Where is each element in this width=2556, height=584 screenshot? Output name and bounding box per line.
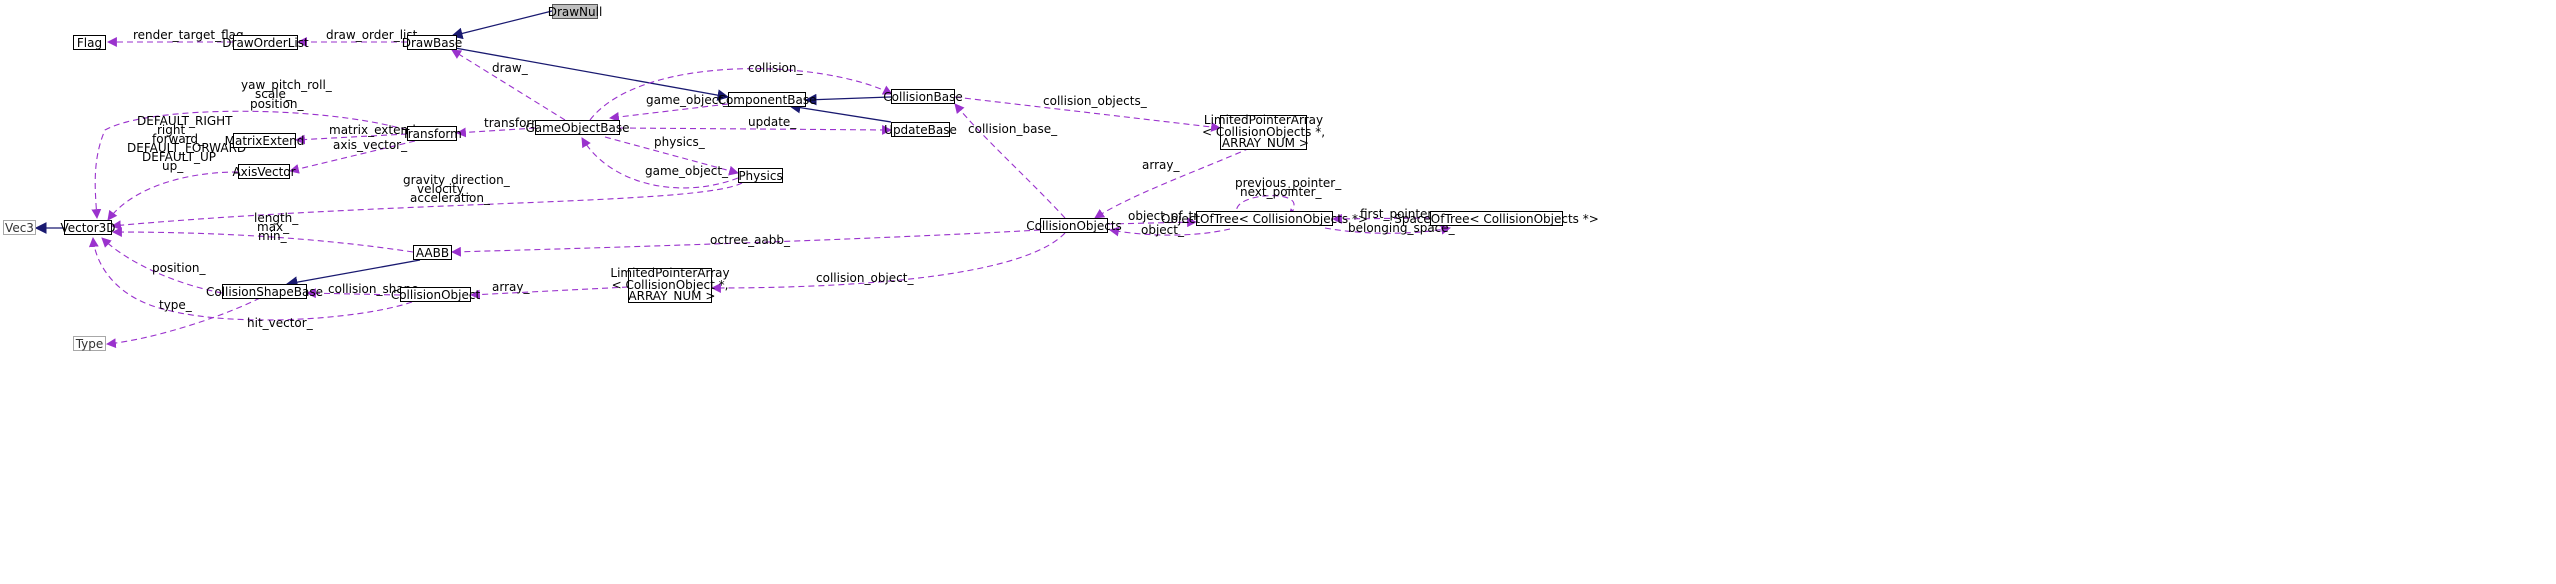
label-collision-object: collision_object_ <box>816 271 914 285</box>
label-gravity-direction: gravity_direction_ <box>403 173 511 187</box>
node-collisionobject[interactable]: CollisionObject <box>390 287 481 302</box>
label-collision-base: collision_base_ <box>968 122 1058 136</box>
edge-draw <box>451 49 566 121</box>
label-first-pointer: first_pointer_ <box>1360 207 1439 221</box>
node-collisionshapebase[interactable]: CollisionShapeBase <box>205 284 324 299</box>
label-draw: draw_ <box>492 61 529 75</box>
node-flag[interactable]: Flag <box>73 35 106 50</box>
edge-type <box>106 297 261 349</box>
edge-array-1 <box>1094 147 1251 219</box>
edge-collision-base <box>954 103 1066 219</box>
label-game-object-2: game_object_ <box>645 164 729 178</box>
node-drawbase[interactable]: DrawBase <box>401 35 463 50</box>
label-collision: collision_ <box>748 61 803 75</box>
edge-object-of-tree <box>1107 217 1197 228</box>
label-render-target-flag: render_target_flag_ <box>133 28 251 42</box>
label-draw-order-list: draw_order_list_ <box>326 28 424 42</box>
label-object: object_ <box>1141 223 1185 237</box>
label-update: update_ <box>748 115 797 129</box>
label-length: length_ <box>254 211 299 225</box>
label-forward: forward_ <box>152 132 205 146</box>
edge-aabb-collisionshapebase <box>285 259 421 288</box>
label-default-right: DEFAULT_RIGHT <box>137 114 233 128</box>
label-octree-aabb: octree_aabb_ <box>710 233 791 247</box>
edge-hit-vector <box>88 237 413 321</box>
edge-update <box>619 124 892 135</box>
edge-position-c <box>101 237 223 294</box>
node-type[interactable]: Type <box>73 336 106 351</box>
edge-length <box>112 227 414 253</box>
node-transform[interactable]: Transform <box>402 126 462 141</box>
label-default-forward: DEFAULT_FORWARD <box>127 141 246 155</box>
edge-yaw-pitch-roll <box>91 110 408 219</box>
edge-game-object-2 <box>581 137 739 189</box>
edge-collision-object <box>711 232 1066 293</box>
label-yaw-pitch-roll: yaw_pitch_roll_ <box>241 78 333 92</box>
node-drawnull[interactable]: DrawNull <box>547 4 603 19</box>
label-acceleration: acceleration_ <box>410 191 491 205</box>
node-limitedpointerarray-collisionobjects[interactable]: LimitedPointerArray < CollisionObjects *… <box>1201 113 1326 151</box>
node-aabb[interactable]: AABB <box>413 245 452 260</box>
label-position-c: position_ <box>152 261 207 275</box>
node-draworderlist[interactable]: DrawOrderList <box>222 35 309 50</box>
label-array-2: array_ <box>492 280 530 294</box>
label-next-pointer: next_pointer_ <box>1240 185 1323 199</box>
edge-belonging-space <box>1324 224 1451 235</box>
node-limitedpointerarray-collisionobject[interactable]: LimitedPointerArray < CollisionObject *,… <box>610 266 730 304</box>
node-matrixextend[interactable]: MatrixExtend <box>224 133 305 148</box>
label-matrix-extend: matrix_extend_ <box>329 123 423 137</box>
edge-matrix-extend <box>295 133 408 145</box>
edge-octree-aabb <box>451 229 1041 257</box>
label-up: up_ <box>162 159 184 173</box>
edge-updatebase-componentbase <box>788 101 892 123</box>
label-array-1: array_ <box>1142 158 1180 172</box>
edge-transform <box>456 127 536 138</box>
node-collisionobjects[interactable]: CollisionObjects <box>1026 218 1122 233</box>
label-min: min_ <box>258 229 288 243</box>
edge-collision-shape <box>306 288 401 299</box>
node-axisvector[interactable]: AxisVector <box>232 164 296 179</box>
edge-drawbase-componentbase <box>454 47 730 101</box>
node-componentbase[interactable]: ComponentBase <box>717 92 817 107</box>
label-belonging-space: belonging_space_ <box>1348 221 1456 235</box>
edge-collision-objects <box>954 96 1221 132</box>
node-updatebase[interactable]: UpdateBase <box>884 122 957 137</box>
edge-axis-vector-vector3d <box>107 171 239 221</box>
label-max: max_ <box>257 220 290 234</box>
edge-gravity-direction <box>111 182 743 231</box>
node-vector3d[interactable]: Vector3D <box>60 220 116 235</box>
edge-first-pointer <box>1332 213 1431 224</box>
label-previous-pointer: previous_pointer_ <box>1235 176 1342 190</box>
label-physics: physics_ <box>654 135 706 149</box>
edge-axis-vector <box>289 140 416 174</box>
label-collision-objects: collision_objects_ <box>1043 94 1148 108</box>
label-default-up: DEFAULT_UP <box>142 150 216 164</box>
node-objectoftree[interactable]: ObjectOfTree< CollisionObjects *> <box>1160 211 1369 226</box>
edge-physics <box>604 136 739 176</box>
label-transform: transform_ <box>484 116 550 130</box>
node-vec3[interactable]: Vec3 <box>3 220 36 235</box>
edge-collision <box>589 68 893 121</box>
label-game-object-1: game_object_ <box>646 93 730 107</box>
edge-drawnull-drawbase <box>450 10 553 40</box>
label-velocity: velocity_ <box>417 182 471 196</box>
node-spaceoftree[interactable]: SpaceOfTree< CollisionObjects *> <box>1394 211 1599 226</box>
label-position-t: position_ <box>250 97 305 111</box>
node-physics[interactable]: Physics <box>738 168 783 183</box>
label-scale: scale_ <box>255 87 293 101</box>
label-right: right_ <box>157 123 192 137</box>
node-gameobjectbase[interactable]: GameObjectBase <box>525 120 630 135</box>
edge-object <box>1109 226 1231 237</box>
edge-array-2 <box>470 286 629 300</box>
node-collisionbase[interactable]: CollisionBase <box>883 89 963 104</box>
label-axis-vector: axis_vector_ <box>333 138 408 152</box>
label-hit-vector: hit_vector_ <box>247 316 314 330</box>
edge-collisionbase-componentbase <box>804 93 892 106</box>
label-type: type_ <box>159 298 193 312</box>
